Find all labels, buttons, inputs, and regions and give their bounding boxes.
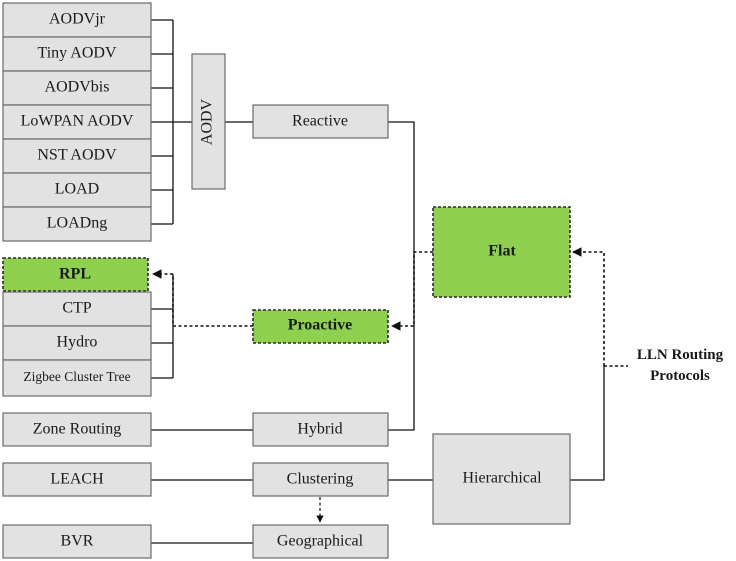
variant-load: LOAD <box>2 172 152 208</box>
root-to-flat-dashed-line <box>572 247 605 366</box>
proactive-to-rpl-dashed-line <box>152 269 253 327</box>
category-flat: Flat <box>432 206 571 298</box>
variant-loadng-label: LOADng <box>47 215 107 232</box>
category-flat-label: Flat <box>488 243 516 260</box>
category-clustering: Clustering <box>252 462 389 497</box>
category-hybrid-label: Hybrid <box>297 421 342 438</box>
category-geographical-label: Geographical <box>277 533 364 550</box>
variant-loadng: LOADng <box>2 206 152 242</box>
category-reactive: Reactive <box>252 104 389 139</box>
protocol-ctp: CTP <box>2 291 152 327</box>
root-label: LLN Routing Protocols <box>628 345 732 387</box>
aodv-variants-bracket <box>151 19 174 225</box>
category-clustering-label: Clustering <box>287 471 354 488</box>
aodv-variants: AODVjr Tiny AODV AODVbis LoWPAN AODV NST… <box>2 2 152 242</box>
category-proactive: Proactive <box>252 309 389 344</box>
variant-lowpan-aodv: LoWPAN AODV <box>2 104 152 140</box>
protocol-hydro-label: Hydro <box>57 334 98 351</box>
example-bvr: BVR <box>2 524 152 559</box>
protocol-zigbee-cluster-tree-label: Zigbee Cluster Tree <box>23 369 130 384</box>
root-label-line1: LLN Routing <box>636 347 724 363</box>
category-reactive-label: Reactive <box>292 113 348 130</box>
variant-load-label: LOAD <box>55 181 99 198</box>
hierarchical-to-root-line <box>570 366 605 481</box>
category-hierarchical: Hierarchical <box>432 433 571 525</box>
aodv-box: AODV <box>191 53 226 190</box>
example-zone-routing-label: Zone Routing <box>33 421 121 438</box>
example-leach: LEACH <box>2 462 152 497</box>
example-zone-routing: Zone Routing <box>2 412 152 447</box>
reactive-to-flat-line <box>388 121 415 431</box>
root-label-line2: Protocols <box>650 368 710 384</box>
proactive-protocols-bracket <box>151 274 174 379</box>
protocol-hydro: Hydro <box>2 325 152 361</box>
flat-to-proactive-dashed-line <box>391 251 433 331</box>
category-proactive-label: Proactive <box>288 317 353 334</box>
protocol-rpl-label: RPL <box>59 266 91 283</box>
variant-nst-aodv: NST AODV <box>2 138 152 174</box>
category-hierarchical-label: Hierarchical <box>462 470 542 487</box>
variant-aodvjr: AODVjr <box>2 2 152 38</box>
example-bvr-label: BVR <box>61 533 94 550</box>
proactive-protocols: RPL CTP Hydro Zigbee Cluster Tree <box>2 257 152 397</box>
variant-tiny-aodv-label: Tiny AODV <box>38 45 117 62</box>
category-geographical: Geographical <box>252 524 389 559</box>
protocol-ctp-label: CTP <box>62 300 91 317</box>
aodv-label: AODV <box>199 98 216 145</box>
example-leach-label: LEACH <box>50 471 104 488</box>
protocol-rpl: RPL <box>2 257 149 292</box>
variant-nst-aodv-label: NST AODV <box>37 147 117 164</box>
variant-lowpan-aodv-label: LoWPAN AODV <box>21 113 134 130</box>
variant-aodvjr-label: AODVjr <box>49 11 106 28</box>
variant-aodvbis-label: AODVbis <box>45 79 110 96</box>
variant-aodvbis: AODVbis <box>2 70 152 106</box>
protocol-zigbee-cluster-tree: Zigbee Cluster Tree <box>2 359 152 397</box>
connectors <box>151 19 628 544</box>
variant-tiny-aodv: Tiny AODV <box>2 36 152 72</box>
category-hybrid: Hybrid <box>252 412 389 447</box>
